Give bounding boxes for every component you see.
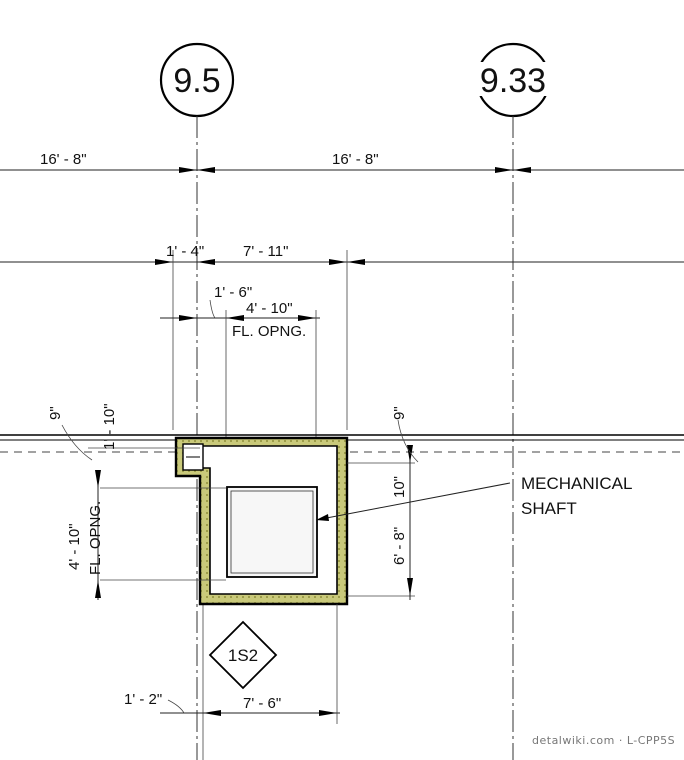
callout-line-1: MECHANICAL	[521, 474, 632, 493]
dim-bottom-width: 7' - 6"	[243, 695, 281, 712]
grid-bubble-9-5: 9.5	[159, 42, 235, 118]
dim-left-1-10: 1' - 10"	[101, 403, 118, 450]
svg-text:1S2: 1S2	[228, 646, 258, 665]
dimension-string-top: 16' - 8" 16' - 8"	[0, 151, 684, 173]
dimension-left: 9" 1' - 10" 4' - 10" FL. OPNG.	[47, 403, 226, 600]
dim-span-left: 16' - 8"	[40, 151, 87, 168]
dim-left-opening-height: 4' - 10"	[66, 523, 83, 570]
dim-right-6-8: 6' - 8"	[391, 527, 408, 565]
note-floor-opening: FL. OPNG.	[232, 323, 306, 340]
svg-text:9.5: 9.5	[173, 62, 220, 100]
dim-right-10: 10"	[391, 476, 408, 498]
watermark: detalwiki.com · L-CPP5S	[532, 734, 675, 747]
callout-mechanical-shaft: MECHANICAL SHAFT	[315, 474, 632, 521]
callout-line-2: SHAFT	[521, 499, 577, 518]
dim-span-right: 16' - 8"	[332, 151, 379, 168]
dim-bottom-offset: 1' - 2"	[124, 691, 162, 708]
dim-opening-offset: 1' - 6"	[214, 284, 252, 301]
dim-opening-width: 4' - 10"	[246, 300, 293, 317]
dimension-right: 9" 10" 6' - 8"	[347, 406, 419, 600]
dimension-bottom: 1' - 2" 7' - 6"	[124, 604, 340, 724]
note-left-floor-opening: FL. OPNG.	[87, 501, 104, 575]
section-tag: 1S2	[208, 620, 278, 690]
dimension-floor-opening: 1' - 6" 4' - 10" FL. OPNG.	[160, 284, 320, 480]
grid-bubble-9-33: 9.33	[472, 42, 554, 118]
svg-text:9.33: 9.33	[480, 62, 546, 100]
mechanical-shaft	[174, 436, 349, 606]
dimension-string-shaft: 1' - 4" 7' - 11"	[0, 243, 684, 430]
dim-shaft-width: 7' - 11"	[243, 243, 288, 260]
dim-right-9: 9"	[391, 406, 408, 420]
dim-offset-top: 1' - 4"	[166, 243, 204, 260]
dim-left-9: 9"	[47, 406, 64, 420]
